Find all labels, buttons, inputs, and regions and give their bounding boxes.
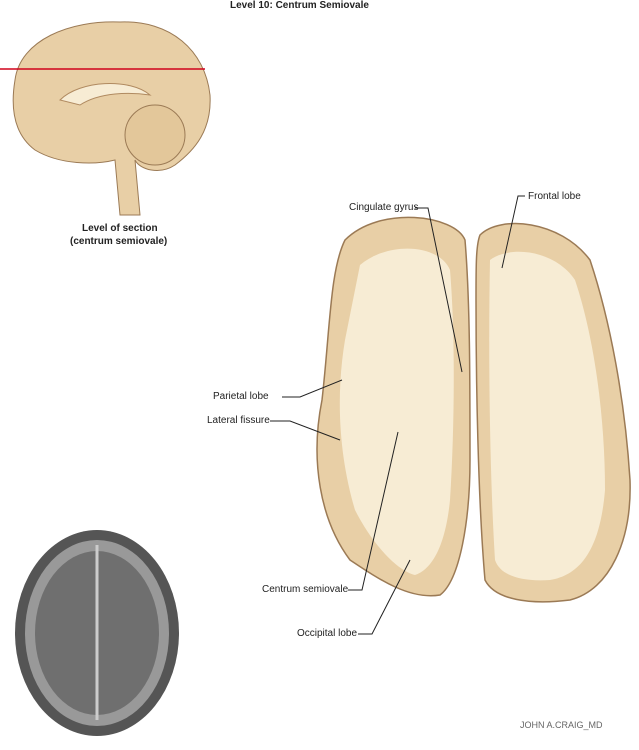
page-title: Level 10: Centrum Semiovale (230, 0, 369, 11)
svg-text:JOHN A.CRAIG_MD: JOHN A.CRAIG_MD (520, 720, 603, 730)
label-frontal-lobe: Frontal lobe (528, 191, 581, 202)
label-occipital-lobe: Occipital lobe (297, 628, 358, 639)
signature: JOHN A.CRAIG_MD (520, 720, 603, 730)
left-hemisphere (316, 216, 471, 597)
section-caption-line1: Level of section (82, 223, 158, 234)
mri-axial-image (15, 530, 179, 736)
section-caption-line2: (centrum semiovale) (70, 236, 168, 247)
right-hemisphere (475, 222, 631, 603)
label-cingulate-gyrus: Cingulate gyrus (349, 202, 419, 213)
label-lateral-fissure: Lateral fissure (207, 415, 270, 426)
leader-lines (270, 195, 525, 635)
label-parietal-lobe: Parietal lobe (213, 391, 269, 402)
label-centrum-semiovale: Centrum semiovale (262, 584, 349, 595)
sagittal-brain (0, 21, 211, 216)
